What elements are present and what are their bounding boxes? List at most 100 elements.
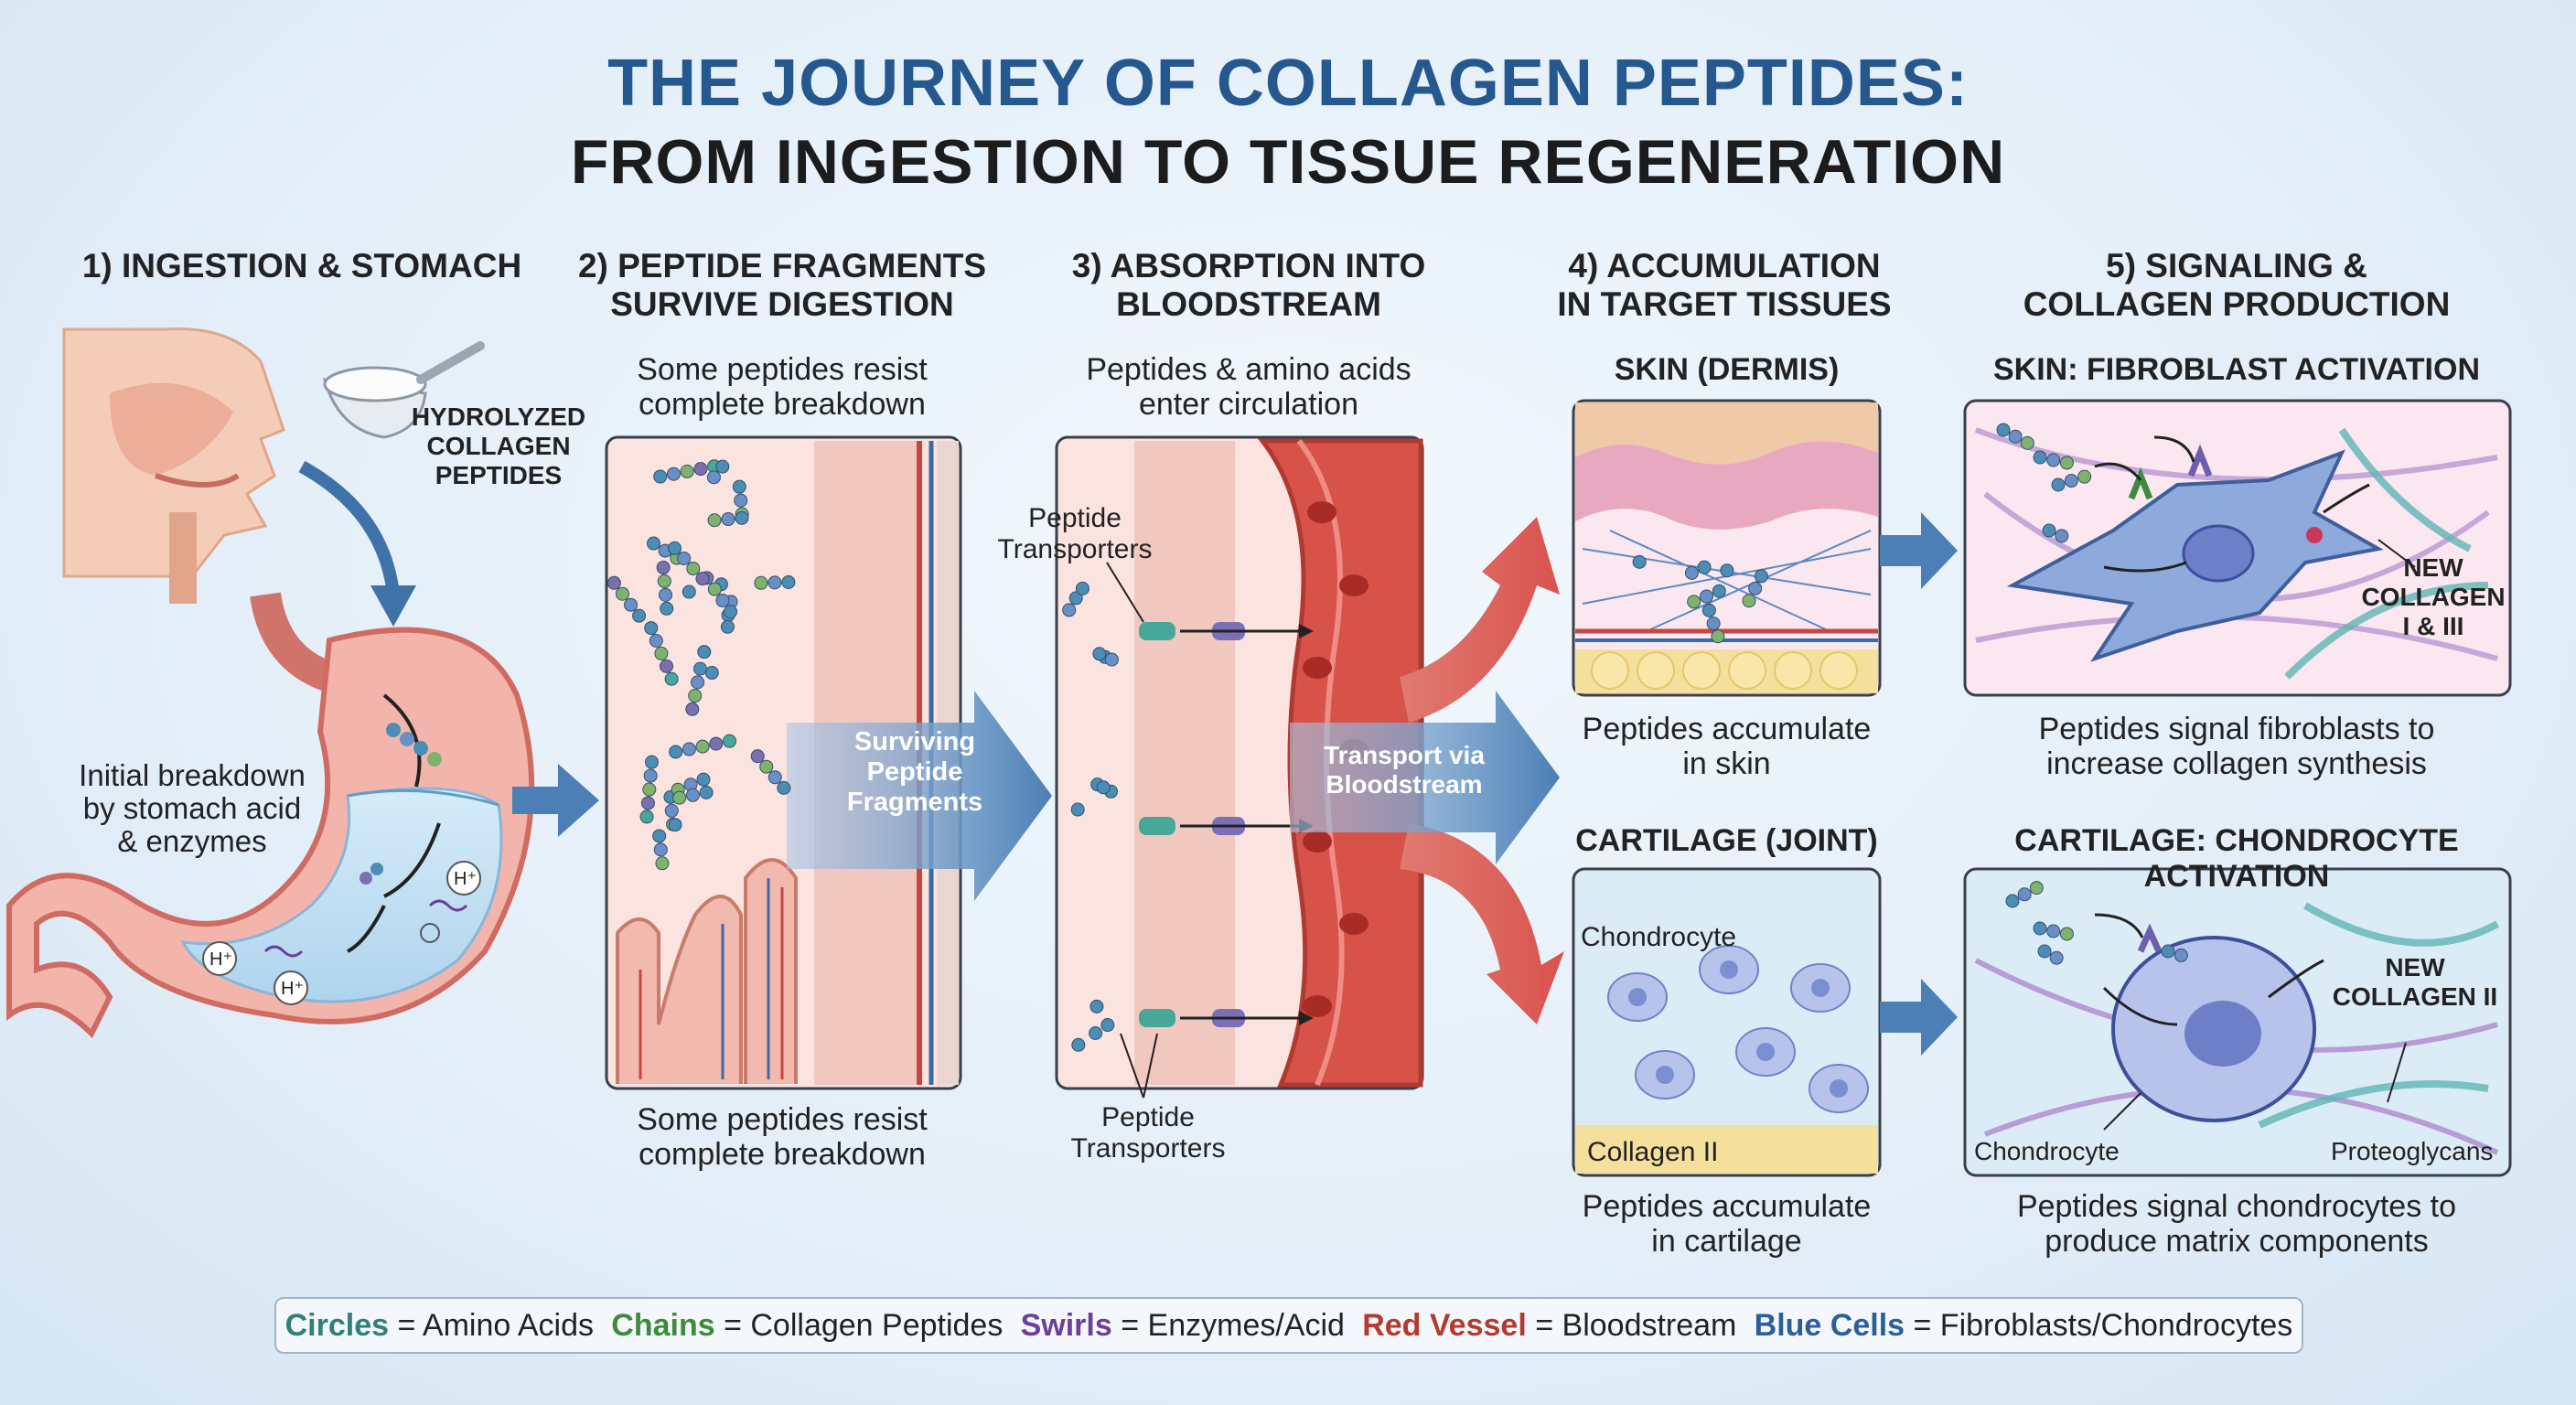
molecule-dot [704, 666, 719, 681]
molecule-dot [669, 745, 683, 759]
molecule-dot [606, 575, 621, 590]
molecule-dot [767, 770, 782, 785]
arrow-skin-to-fibroblast [1880, 512, 1958, 589]
chondrocyte-panel [1963, 867, 2512, 1177]
collagen-ii-label: Collagen II [1587, 1137, 1719, 1167]
molecule-dot [1089, 1025, 1103, 1040]
molecule-dot [1632, 554, 1647, 569]
molecule-dot [1720, 563, 1734, 578]
molecule-dot [2042, 523, 2056, 538]
molecule-dot [695, 739, 710, 754]
molecule-dot [654, 646, 669, 660]
new-collagen-ii-label: NEW COLLAGEN II [2332, 953, 2498, 1011]
molecule-dot [668, 541, 682, 555]
molecule-dot [615, 586, 629, 601]
molecule-dot [695, 572, 710, 586]
molecule-dot [1712, 584, 1726, 598]
hydrolyzed-label: HYDROLYZED COLLAGEN PEPTIDES [411, 402, 586, 489]
molecule-dot [759, 759, 774, 774]
molecule-dot [682, 742, 696, 756]
step4-heading: 4) ACCUMULATION IN TARGET TISSUES [1557, 247, 1892, 323]
molecule-dot [1701, 603, 1716, 617]
molecule-dot [722, 734, 736, 748]
step2-sub-bottom: Some peptides resist complete breakdown [637, 1102, 928, 1172]
molecule-dot [655, 856, 670, 871]
arrow-cartilage-to-chondrocyte [1880, 979, 1958, 1056]
molecule-dot [715, 593, 730, 607]
step3-sub-top: Peptides & amino acids enter circulation [1086, 352, 1411, 422]
molecule-dot [781, 574, 796, 589]
molecule-dot [693, 462, 708, 477]
molecule-dot [656, 560, 671, 574]
molecule-dot [2064, 474, 2078, 488]
molecule-dot [707, 582, 722, 596]
molecule-dot [685, 702, 700, 716]
molecule-dot [734, 493, 748, 508]
molecule-dot [1700, 589, 1714, 604]
molecule-dot [1068, 591, 1083, 606]
molecule-dot [721, 512, 735, 527]
molecule-dot [657, 574, 671, 588]
molecule-dot [688, 689, 703, 703]
molecule-dot [2029, 881, 2044, 896]
fibroblast-activation-heading: SKIN: FIBROBLAST ACTIVATION [1993, 352, 2480, 387]
molecule-dot [2055, 529, 2069, 543]
molecule-dot [672, 790, 687, 805]
molecule-dot [697, 645, 712, 660]
molecule-dot [1062, 603, 1077, 617]
molecule-dot [685, 788, 700, 802]
cartilage-joint-heading: CARTILAGE (JOINT) [1575, 823, 1878, 858]
molecule-dot [640, 796, 655, 810]
h-ion-2: H⁺ [281, 979, 304, 999]
molecule-dot [715, 459, 730, 474]
skin-accumulate-caption: Peptides accumulate in skin [1582, 712, 1872, 781]
legend-key: Swirls [1020, 1307, 1112, 1343]
molecule-dot [707, 513, 722, 528]
molecule-dot [724, 605, 738, 619]
molecule-dot [686, 562, 701, 576]
molecule-dot [1754, 569, 1768, 584]
molecule-dot [754, 575, 768, 590]
legend-key: Circles [284, 1307, 390, 1343]
molecule-dot [642, 782, 657, 797]
legend-item-swirls: Swirls = Enzymes/Acid [1020, 1307, 1345, 1343]
molecule-dot [664, 671, 679, 686]
transporters-top-label: Peptide Transporters [997, 503, 1153, 564]
ingest-arrow [298, 460, 400, 595]
legend-item-blue-cells: Blue Cells = Fibroblasts/Chondrocytes [1754, 1307, 2293, 1343]
molecule-dot [653, 469, 668, 484]
molecule-dot [691, 675, 705, 690]
title-line-1: THE JOURNEY OF COLLAGEN PEPTIDES: [607, 47, 1969, 120]
arrow-surviving-fragments [787, 691, 1052, 901]
step5-heading: 5) SIGNALING & COLLAGEN PRODUCTION [2023, 247, 2451, 323]
arrow-1-to-2 [512, 764, 599, 837]
molecule-dot [653, 842, 668, 857]
molecule-dot [649, 633, 663, 648]
molecule-dot [2008, 429, 2023, 444]
molecule-dot [2059, 456, 2074, 470]
molecule-dot [1748, 581, 1763, 595]
molecule-dot [1687, 595, 1701, 609]
molecule-dot [1996, 423, 2011, 437]
molecule-dot [660, 659, 674, 673]
molecule-dot [1742, 594, 1756, 608]
head-profile [62, 327, 285, 604]
legend-key: Chains [611, 1307, 715, 1343]
molecule-dot [2174, 948, 2188, 962]
molecule-dot [709, 736, 724, 751]
molecule-dot [632, 608, 647, 623]
molecule-dot [680, 464, 694, 478]
molecule-dot [767, 575, 782, 590]
arrow-transport-bloodstream [1290, 691, 1560, 864]
molecule-dot [2046, 924, 2061, 938]
molecule-dot [1096, 780, 1111, 795]
transport-bloodstream-label: Transport via Bloodstream [1324, 741, 1485, 799]
legend-item-circles: Circles = Amino Acids [284, 1307, 594, 1343]
step2-sub-top: Some peptides resist complete breakdown [637, 352, 928, 422]
molecule-dot [699, 785, 714, 799]
chondrocyte-label: Chondrocyte [1974, 1137, 2120, 1165]
molecule-dot [777, 780, 791, 795]
molecule-dot [2077, 469, 2092, 484]
